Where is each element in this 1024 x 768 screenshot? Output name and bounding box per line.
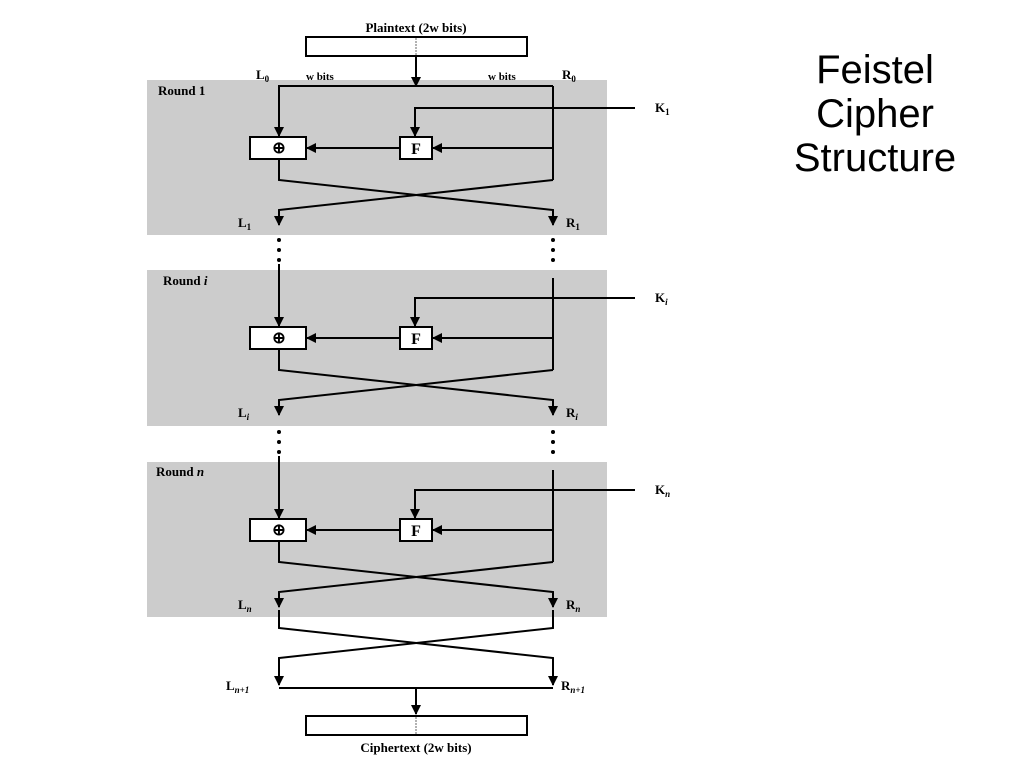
left-input-line xyxy=(274,85,416,137)
right-continuation-dot xyxy=(551,450,555,454)
subkey-label: K1 xyxy=(655,100,670,117)
right-continuation-dot xyxy=(551,248,555,252)
subkey-line xyxy=(410,107,635,137)
w-bits-right: w bits xyxy=(488,71,517,83)
subkey-line xyxy=(410,297,635,327)
round-1-panel xyxy=(147,80,607,235)
title-line-2: Cipher xyxy=(816,92,934,136)
xor-icon: ⊕ xyxy=(272,522,285,539)
left-continuation-dot xyxy=(277,238,281,242)
slide-title: Feistel Cipher Structure xyxy=(760,48,990,180)
left-continuation-dot xyxy=(277,248,281,252)
ciphertext-label: Ciphertext (2w bits) xyxy=(360,740,471,755)
right-continuation-dot xyxy=(551,440,555,444)
left-continuation-dot xyxy=(277,440,281,444)
final-swap-right xyxy=(274,610,554,686)
f-function-label: F xyxy=(411,331,421,348)
subkey-label: Ki xyxy=(655,290,668,307)
swap-right-to-left xyxy=(274,369,554,416)
subkey-line xyxy=(410,489,635,519)
round-1-label: Round 1 xyxy=(158,83,205,98)
right-continuation-dot xyxy=(551,238,555,242)
right-continuation-dot xyxy=(551,258,555,262)
R0-label: R0 xyxy=(562,67,576,84)
title-line-3: Structure xyxy=(793,136,957,180)
w-bits-left: w bits xyxy=(306,71,335,83)
ciphertext-box xyxy=(305,715,528,736)
left-continuation-dot xyxy=(277,258,281,262)
left-continuation-dot xyxy=(277,450,281,454)
final-swap-left xyxy=(278,610,558,686)
xor-icon: ⊕ xyxy=(272,330,285,347)
round-n-panel xyxy=(147,462,607,617)
right-continuation-dot xyxy=(551,430,555,434)
swap-right-to-left xyxy=(274,179,554,226)
round-output-L-label: Li xyxy=(238,405,250,422)
left-continuation-dot xyxy=(277,430,281,434)
round-n-label: Round n xyxy=(156,464,204,479)
plaintext-label: Plaintext (2w bits) xyxy=(365,20,466,35)
title-line-1: Feistel xyxy=(816,48,934,92)
swap-right-to-left xyxy=(274,561,554,608)
round-output-R-label: Ri xyxy=(566,405,578,422)
round-i-label: Round i xyxy=(163,273,208,288)
f-function-label: F xyxy=(411,523,421,540)
round-i-panel xyxy=(147,270,607,426)
f-function-label: F xyxy=(411,141,421,158)
subkey-label: Kn xyxy=(655,482,670,499)
L0-label: L0 xyxy=(256,67,270,84)
Ln1-label: Ln+1 xyxy=(226,678,249,695)
Rn1-label: Rn+1 xyxy=(561,678,585,695)
xor-icon: ⊕ xyxy=(272,140,285,157)
